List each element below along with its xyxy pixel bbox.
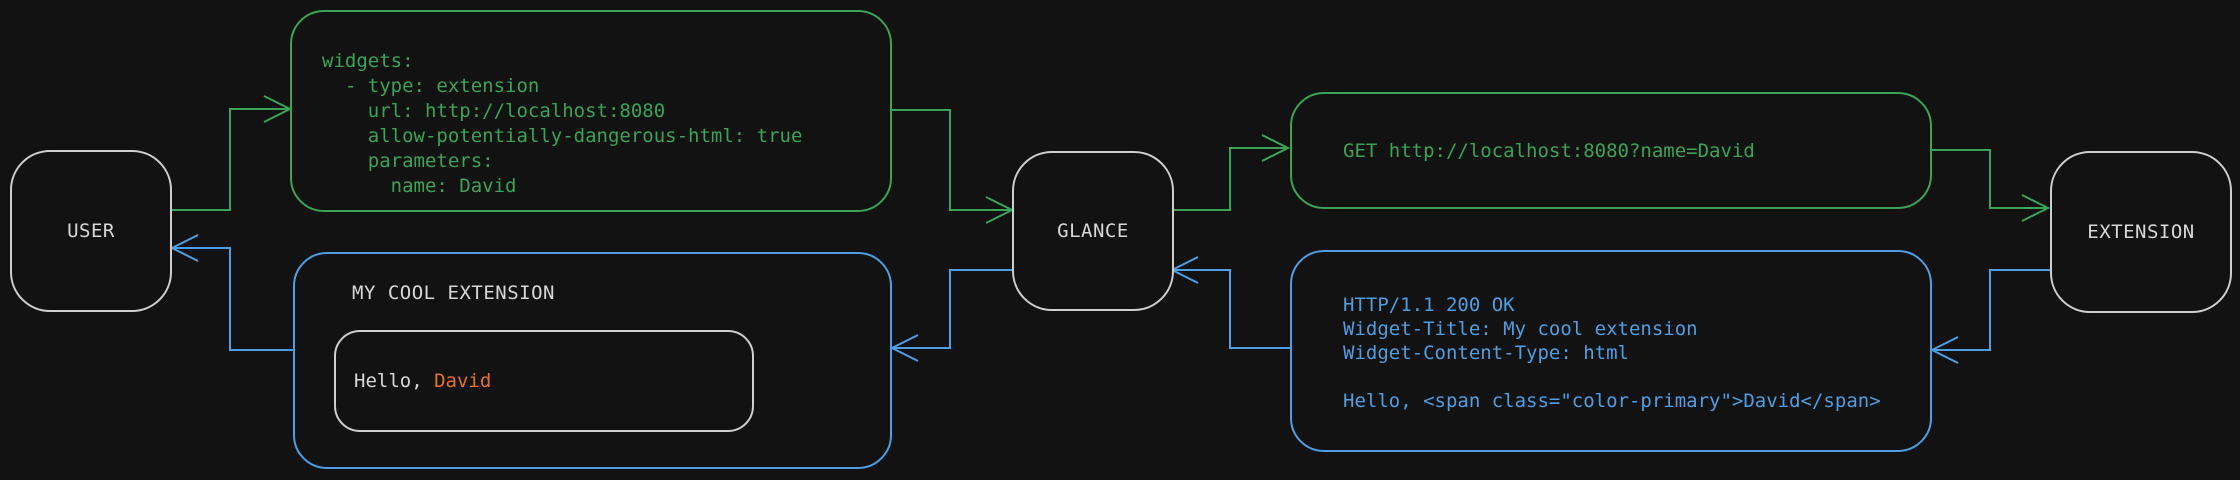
- connector-glance-to-widget: [892, 269, 1012, 349]
- http-response-box: HTTP/1.1 200 OK Widget-Title: My cool ex…: [1290, 250, 1932, 452]
- node-glance: GLANCE: [1012, 151, 1174, 311]
- widget-title: MY COOL EXTENSION: [352, 282, 555, 304]
- arrow-left-icon: [169, 234, 199, 262]
- connector-request-to-extension: [1930, 149, 2048, 209]
- widget-greeting-text: Hello, David: [336, 370, 491, 392]
- connector-extension-to-response: [1932, 269, 2050, 351]
- node-extension: EXTENSION: [2050, 151, 2232, 313]
- config-yaml-code: widgets: - type: extension url: http://l…: [322, 50, 803, 197]
- greeting-name: David: [434, 370, 492, 392]
- http-response-code: HTTP/1.1 200 OK Widget-Title: My cool ex…: [1343, 294, 1881, 412]
- connector-config-to-glance: [890, 109, 1010, 211]
- greeting-prefix: Hello,: [354, 370, 435, 392]
- widget-greeting-panel: Hello, David: [334, 330, 754, 432]
- connector-response-to-glance: [1172, 269, 1290, 349]
- rendered-widget-box: MY COOL EXTENSION Hello, David: [293, 252, 892, 469]
- config-yaml-box: widgets: - type: extension url: http://l…: [290, 10, 892, 212]
- connector-user-to-config: [170, 108, 288, 211]
- arrow-right-icon: [1261, 134, 1291, 162]
- arrow-right-icon: [985, 196, 1015, 224]
- node-glance-label: GLANCE: [1057, 220, 1129, 242]
- node-user-label: USER: [67, 220, 115, 242]
- arrow-left-icon: [1929, 336, 1959, 364]
- http-request-box: GET http://localhost:8080?name=David: [1290, 92, 1932, 209]
- connector-glance-to-request: [1170, 147, 1288, 211]
- node-extension-label: EXTENSION: [2087, 221, 2195, 243]
- arrow-left-icon: [1169, 256, 1199, 284]
- arrow-left-icon: [889, 334, 919, 362]
- connector-widget-to-user: [172, 247, 293, 351]
- arrow-right-icon: [263, 95, 293, 123]
- http-request-code: GET http://localhost:8080?name=David: [1343, 139, 1755, 162]
- node-user: USER: [10, 150, 172, 312]
- arrow-right-icon: [2021, 194, 2051, 222]
